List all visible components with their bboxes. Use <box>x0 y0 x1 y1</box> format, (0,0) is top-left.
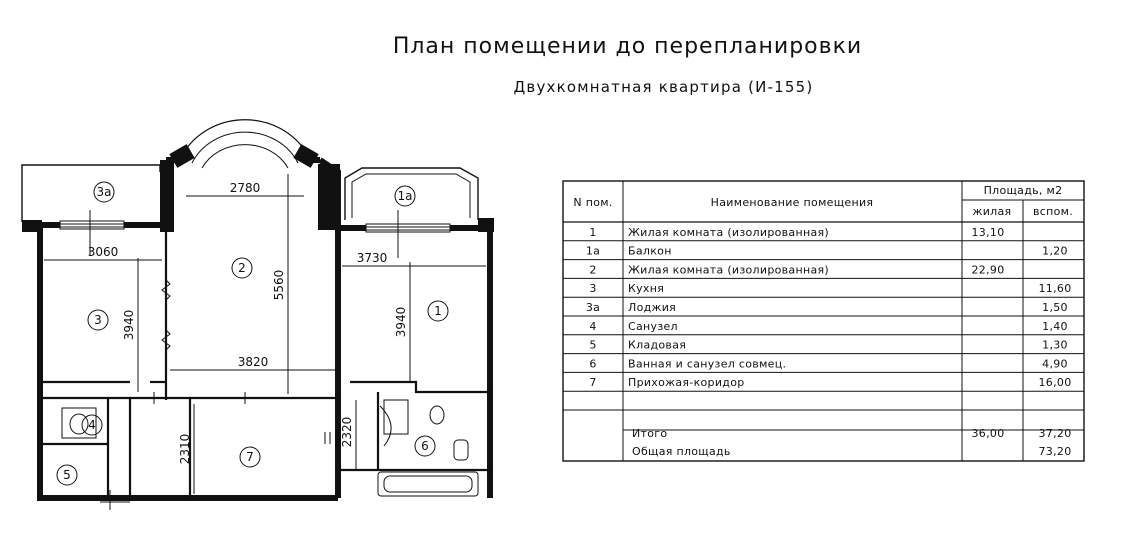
table-cell-name: Прихожая-коридор <box>628 376 745 389</box>
table-header-living: жилая <box>973 205 1012 218</box>
room-label-3a: 3а <box>97 185 112 199</box>
page-subtitle: Двухкомнатная квартира (И-155) <box>513 78 814 96</box>
table-header-area: Площадь, м2 <box>984 184 1063 197</box>
room-label-2: 2 <box>238 261 246 275</box>
dimension-label: 3060 <box>88 245 119 259</box>
table-overall-aux: 73,20 <box>1039 445 1072 458</box>
room-label-5: 5 <box>63 468 71 482</box>
table-cell-num: 5 <box>589 339 596 352</box>
floor-plan <box>21 119 494 510</box>
room-label-1a: 1а <box>398 189 413 203</box>
table-cell-aux: 1,20 <box>1042 245 1068 258</box>
table-cell-num: 7 <box>589 376 596 389</box>
table-cell-name: Балкон <box>628 245 672 258</box>
dimension-label: 3730 <box>357 251 388 265</box>
dimension-label: 3940 <box>394 307 408 338</box>
table-cell-name: Лоджия <box>628 301 676 314</box>
table-cell-name: Ванная и санузел совмец. <box>628 357 786 370</box>
room-label-6: 6 <box>421 439 429 453</box>
table-total-living: 36,00 <box>972 427 1005 440</box>
dimension-label: 5560 <box>272 270 286 301</box>
table-cell-living: 22,90 <box>972 263 1005 276</box>
loggia-outline <box>21 164 161 222</box>
area-table <box>562 180 1085 462</box>
dimension-label: 3820 <box>238 355 269 369</box>
table-cell-num: 3 <box>589 282 596 295</box>
room-label-3: 3 <box>94 313 102 327</box>
table-cell-aux: 1,50 <box>1042 301 1068 314</box>
table-cell-aux: 11,60 <box>1039 282 1072 295</box>
table-cell-num: 4 <box>589 320 596 333</box>
page-title: План помещении до перепланировки <box>392 34 863 59</box>
dimension-label: 3940 <box>122 310 136 341</box>
dimension-label: 2310 <box>178 434 192 465</box>
table-cell-name: Кладовая <box>628 339 686 352</box>
table-cell-num: 3а <box>586 301 600 314</box>
table-cell-living: 13,10 <box>972 226 1005 239</box>
table-cell-aux: 1,30 <box>1042 339 1068 352</box>
sink-fixture <box>429 405 445 425</box>
table-header-aux: вспом. <box>1033 205 1073 218</box>
room-label-7: 7 <box>246 450 254 464</box>
table-header-name: Наименование помещения <box>711 196 874 209</box>
table-overall-label: Общая площадь <box>632 445 731 458</box>
toilet-fixture <box>61 407 97 439</box>
table-cell-num: 2 <box>589 263 596 276</box>
bathtub-fixture <box>377 471 479 497</box>
table-cell-name: Санузел <box>628 320 678 333</box>
table-total-aux: 37,20 <box>1039 427 1072 440</box>
table-cell-name: Жилая комната (изолированная) <box>628 226 829 239</box>
table-cell-num: 1 <box>589 226 596 239</box>
room-label-4: 4 <box>88 418 96 432</box>
table-cell-name: Жилая комната (изолированная) <box>628 263 829 276</box>
dimension-label: 2780 <box>230 181 261 195</box>
table-header-num: N пом. <box>573 196 612 209</box>
table-cell-aux: 16,00 <box>1039 376 1072 389</box>
table-cell-name: Кухня <box>628 282 664 295</box>
table-total-label: Итого <box>632 427 667 440</box>
balcony-outline <box>344 167 479 220</box>
table-cell-num: 6 <box>589 357 596 370</box>
table-cell-num: 1а <box>586 245 600 258</box>
room-label-1: 1 <box>434 304 442 318</box>
bay-window-arc <box>179 119 311 161</box>
table-cell-aux: 1,40 <box>1042 320 1068 333</box>
dimension-label: 2320 <box>340 417 354 448</box>
table-cell-aux: 4,90 <box>1042 357 1068 370</box>
